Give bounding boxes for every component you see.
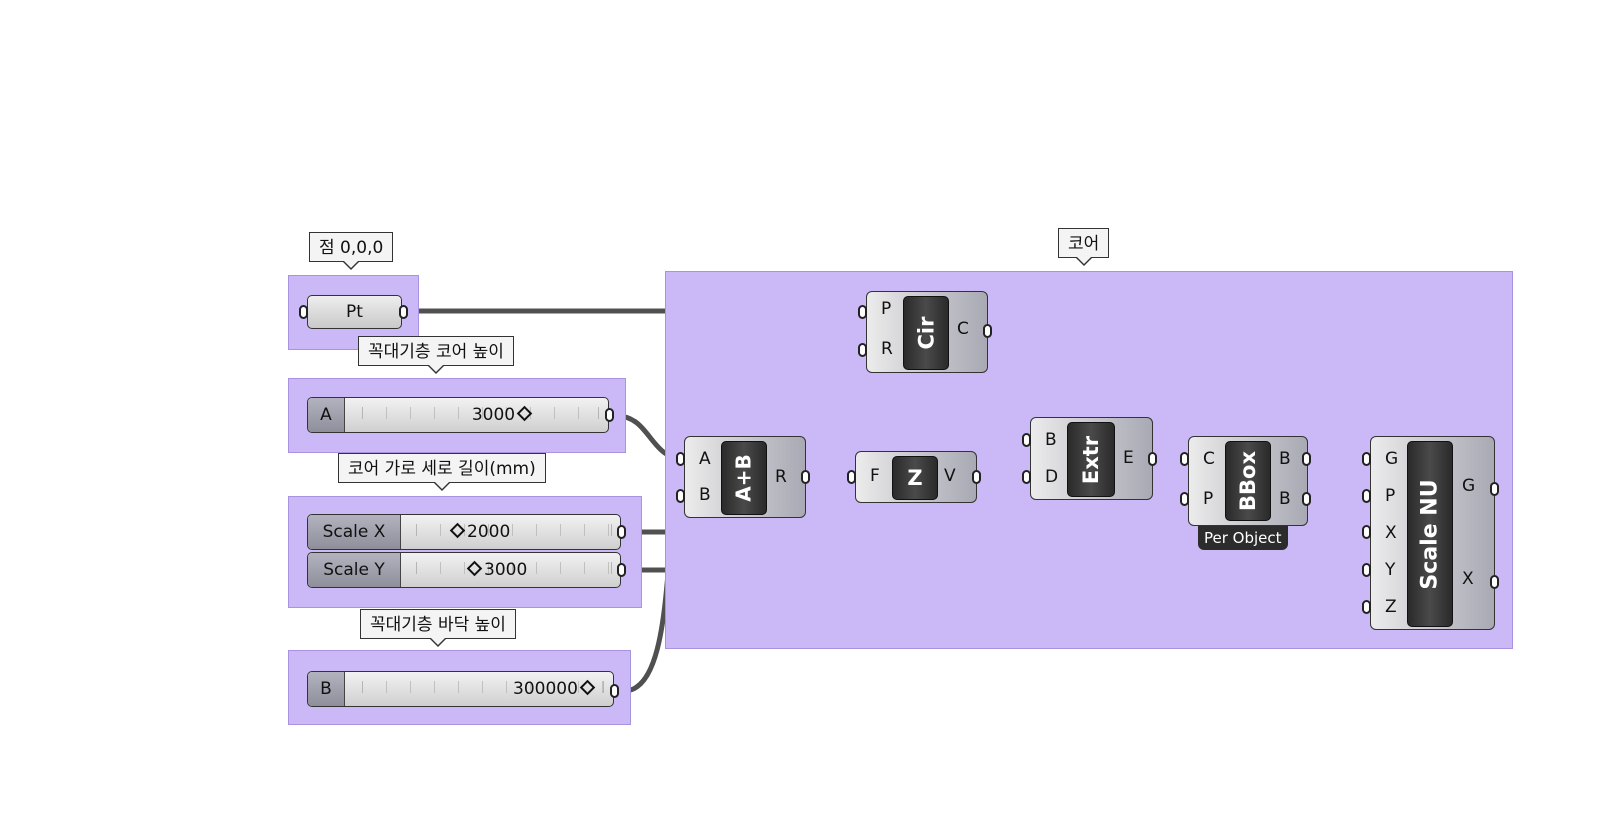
bbox-output-b1-port[interactable] [1302, 452, 1311, 466]
slider-a-value: 3000 [471, 405, 516, 425]
addition-output-r-port[interactable] [801, 470, 810, 484]
slider-a-label: A [308, 398, 345, 432]
point-parameter[interactable]: Pt [307, 295, 402, 329]
slider-scale-y-value-wrap[interactable]: 3000 [465, 553, 527, 587]
circle-component-name: Cir [903, 296, 949, 370]
scale-nu-output-x-label: X [1462, 569, 1474, 589]
slider-scale-x-output-port[interactable] [617, 525, 626, 539]
scale-nu-component-name: Scale NU [1407, 441, 1453, 627]
addition-component[interactable]: A B A+B R [684, 436, 806, 518]
scale-nu-component[interactable]: G P X Y Z Scale NU G X [1370, 436, 1495, 630]
extrude-input-d-port[interactable] [1022, 470, 1031, 484]
slider-scale-x-value: 2000 [467, 522, 511, 542]
extrude-input-b-label: B [1045, 430, 1057, 450]
unit-z-component-name: Z [892, 456, 938, 500]
extrude-output-e-port[interactable] [1148, 452, 1157, 466]
slider-a-value-wrap[interactable]: 3000 [438, 398, 568, 432]
unit-z-component[interactable]: F Z V [855, 451, 977, 503]
extrude-output-e-label: E [1123, 448, 1134, 468]
slider-a-output-port[interactable] [605, 408, 614, 422]
pt-input-port[interactable] [299, 305, 308, 319]
bbox-input-c-port[interactable] [1180, 452, 1189, 466]
slider-b-label: B [308, 672, 345, 706]
scale-nu-output-x-port[interactable] [1490, 575, 1499, 589]
slider-grip-icon[interactable] [516, 405, 533, 422]
scale-nu-input-g-label: G [1385, 449, 1399, 469]
slider-b-value: 300000 [513, 679, 578, 699]
bbox-component[interactable]: C P BBox B B [1188, 436, 1308, 526]
pt-output-port[interactable] [399, 305, 408, 319]
unit-z-input-f-port[interactable] [847, 470, 856, 484]
unit-z-input-f-label: F [870, 466, 880, 486]
slider-scale-y-value: 3000 [484, 560, 528, 580]
slider-scale-x-value-wrap[interactable]: 2000 [448, 515, 510, 549]
slider-scale-x-label: Scale X [308, 515, 401, 549]
extrude-input-d-label: D [1045, 467, 1059, 487]
bbox-per-object-tag: Per Object [1198, 526, 1288, 550]
scale-nu-input-x-label: X [1385, 523, 1397, 543]
circle-output-c-port[interactable] [983, 324, 992, 338]
slider-b[interactable]: B 300000 [307, 671, 614, 707]
slider-scale-x[interactable]: Scale X 2000 [307, 514, 621, 550]
scale-nu-output-g-label: G [1462, 476, 1476, 496]
scale-nu-output-g-port[interactable] [1490, 482, 1499, 496]
addition-input-b-port[interactable] [676, 489, 685, 503]
callout-floor-height: 꼭대기층 바닥 높이 [360, 609, 516, 647]
bbox-component-name: BBox [1225, 441, 1271, 521]
callout-core: 코어 [1058, 228, 1110, 266]
extrude-component[interactable]: B D Extr E [1030, 417, 1153, 500]
bbox-output-b2-label: B [1279, 489, 1291, 509]
scale-nu-input-y-label: Y [1385, 560, 1396, 580]
unit-z-output-v-label: V [944, 466, 956, 486]
slider-grip-icon[interactable] [466, 560, 483, 577]
slider-a[interactable]: A 3000 [307, 397, 609, 433]
bbox-output-b1-label: B [1279, 449, 1291, 469]
unit-z-output-v-port[interactable] [972, 470, 981, 484]
slider-scale-y-label: Scale Y [308, 553, 401, 587]
scale-nu-input-p-port[interactable] [1362, 489, 1371, 503]
slider-a-track[interactable] [362, 407, 599, 419]
scale-nu-input-p-label: P [1385, 486, 1396, 506]
slider-scale-y[interactable]: Scale Y 3000 [307, 552, 621, 588]
scale-nu-input-g-port[interactable] [1362, 452, 1371, 466]
addition-component-name: A+B [721, 441, 767, 515]
addition-input-b-label: B [699, 485, 711, 505]
slider-scale-x-track[interactable] [416, 524, 612, 536]
extrude-component-name: Extr [1067, 422, 1115, 497]
slider-scale-y-track[interactable] [416, 562, 612, 574]
circle-input-r-label: R [881, 339, 893, 359]
bbox-input-p-label: P [1203, 489, 1214, 509]
point-parameter-label: Pt [346, 302, 363, 322]
circle-output-c-label: C [957, 319, 969, 339]
addition-input-a-port[interactable] [676, 452, 685, 466]
callout-core-height: 꼭대기층 코어 높이 [358, 336, 514, 374]
slider-grip-icon[interactable] [579, 679, 596, 696]
scale-nu-input-z-port[interactable] [1362, 600, 1371, 614]
bbox-input-c-label: C [1203, 449, 1215, 469]
callout-point: 점 0,0,0 [309, 232, 394, 270]
scale-nu-input-x-port[interactable] [1362, 525, 1371, 539]
slider-grip-icon[interactable] [449, 522, 466, 539]
slider-b-output-port[interactable] [610, 684, 619, 698]
extrude-input-b-port[interactable] [1022, 433, 1031, 447]
slider-scale-y-output-port[interactable] [617, 563, 626, 577]
scale-nu-input-z-label: Z [1385, 597, 1397, 617]
circle-component[interactable]: P R Cir C [866, 291, 988, 373]
bbox-output-b2-port[interactable] [1302, 492, 1311, 506]
slider-b-track[interactable] [362, 681, 604, 693]
callout-core-size: 코어 가로 세로 길이(mm) [338, 453, 546, 491]
slider-b-value-wrap[interactable]: 300000 [513, 672, 597, 706]
circle-input-p-port[interactable] [858, 305, 867, 319]
bbox-input-p-port[interactable] [1180, 492, 1189, 506]
scale-nu-input-y-port[interactable] [1362, 563, 1371, 577]
addition-output-r-label: R [775, 467, 787, 487]
addition-input-a-label: A [699, 449, 711, 469]
circle-input-r-port[interactable] [858, 343, 867, 357]
circle-input-p-label: P [881, 299, 892, 319]
